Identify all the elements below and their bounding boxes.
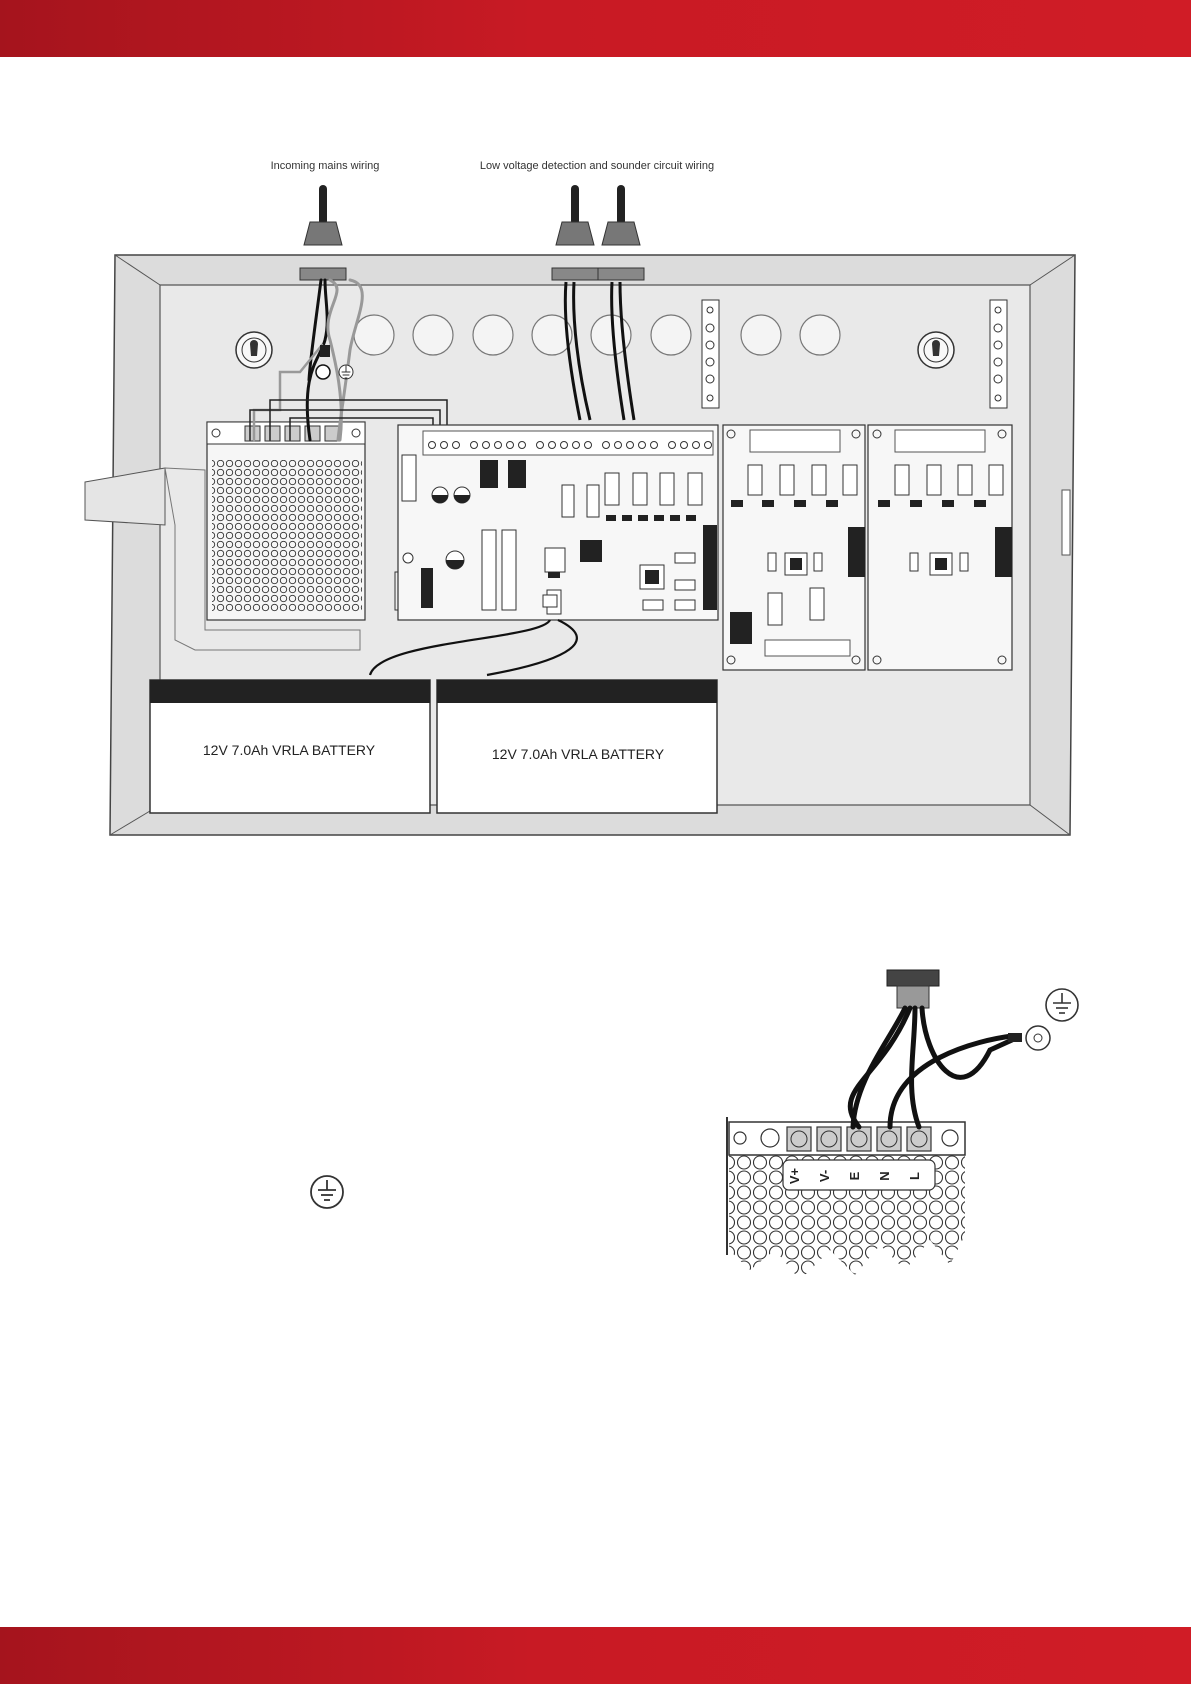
low-voltage-caption: Low voltage detection and sounder circui… xyxy=(480,160,714,172)
battery-1-label: 12V 7.0Ah VRLA BATTERY xyxy=(203,742,376,758)
terminal-label-vplus: V+ xyxy=(787,1167,802,1184)
earth-symbol-icon xyxy=(311,1176,343,1208)
battery-2: 12V 7.0Ah VRLA BATTERY xyxy=(437,680,717,813)
main-control-pcb xyxy=(398,425,718,620)
battery-2-label: 12V 7.0Ah VRLA BATTERY xyxy=(492,746,665,762)
expansion-board-1 xyxy=(723,425,865,670)
knockout-holes xyxy=(354,315,840,355)
expansion-board-2 xyxy=(868,425,1012,670)
terminal-detail: V+ V- E N L xyxy=(727,970,1078,1275)
incoming-mains-caption: Incoming mains wiring xyxy=(271,160,380,172)
terminal-label-l: L xyxy=(907,1172,922,1180)
terminal-label-vminus: V- xyxy=(817,1170,832,1182)
battery-1: 12V 7.0Ah VRLA BATTERY xyxy=(150,680,430,813)
terminal-label-e: E xyxy=(847,1171,862,1180)
terminal-label-n: N xyxy=(877,1171,892,1180)
